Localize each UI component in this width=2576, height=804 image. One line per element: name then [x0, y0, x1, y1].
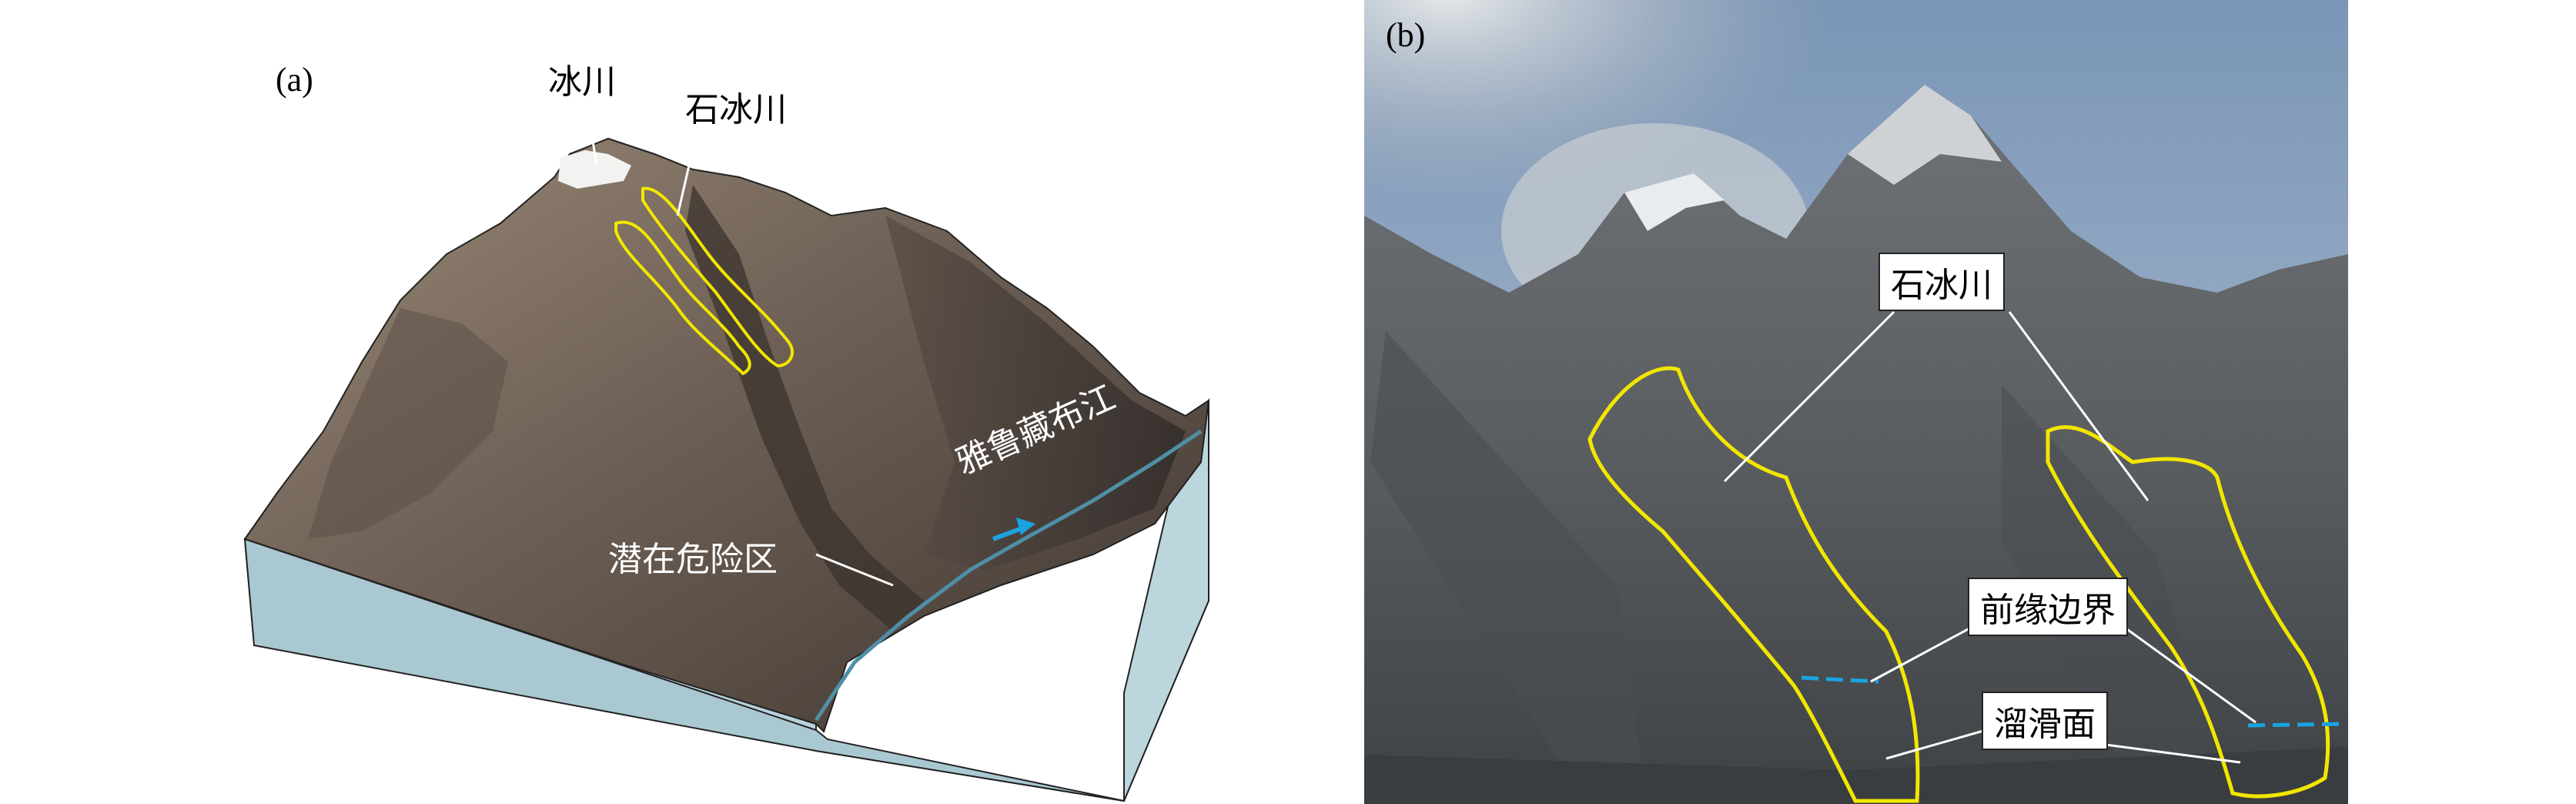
front-boundary-right — [2247, 722, 2345, 728]
panel-b-rock-glacier-label: 石冰川 — [1878, 253, 2005, 311]
panel-b-slip-surface-label: 溜滑面 — [1982, 692, 2108, 750]
terrain-ridge-left — [308, 308, 508, 539]
slip-surface-leader-2 — [2093, 742, 2241, 764]
rock-glacier-leader-b1 — [1723, 310, 1895, 483]
rock-glacier-outline-left — [1587, 366, 1920, 803]
panel-b-label: (b) — [1386, 16, 1426, 54]
panel-b-front-boundary-label: 前缘边界 — [1968, 578, 2128, 636]
glacier-snow — [558, 150, 631, 189]
panel-a-label: (a) — [276, 61, 313, 99]
hazard-leader — [815, 553, 894, 587]
front-boundary-leader-1 — [1870, 626, 1972, 683]
river-valley — [814, 429, 1203, 722]
panel-a-rock-glacier-label: 石冰川 — [685, 90, 787, 129]
valley-bottom — [1364, 747, 2348, 804]
rock-glacier-leader — [676, 115, 702, 216]
panel-a-hazard-label: 潜在危险区 — [608, 540, 778, 579]
rock-glacier-outline-right — [2046, 425, 2330, 799]
glacier-leader — [584, 92, 598, 166]
slope-streak-1 — [1370, 331, 1648, 804]
snow-peak-main — [1848, 85, 2002, 185]
front-boundary-left — [1801, 675, 1879, 684]
snow-peak-left — [1624, 173, 1725, 231]
slip-surface-leader-1 — [1885, 726, 1995, 760]
river-arrow-shaft — [992, 525, 1025, 541]
terrain-ridge-right — [885, 216, 1186, 570]
front-boundary-leader-2 — [2124, 626, 2257, 724]
rock-glacier-outline-2 — [641, 186, 794, 368]
panel-a-glacier-label: 冰川 — [548, 62, 616, 102]
rock-glacier-leader-b2 — [2008, 311, 2149, 501]
river-arrow-head — [1016, 518, 1035, 535]
rock-glacier-outline-1 — [614, 220, 751, 376]
